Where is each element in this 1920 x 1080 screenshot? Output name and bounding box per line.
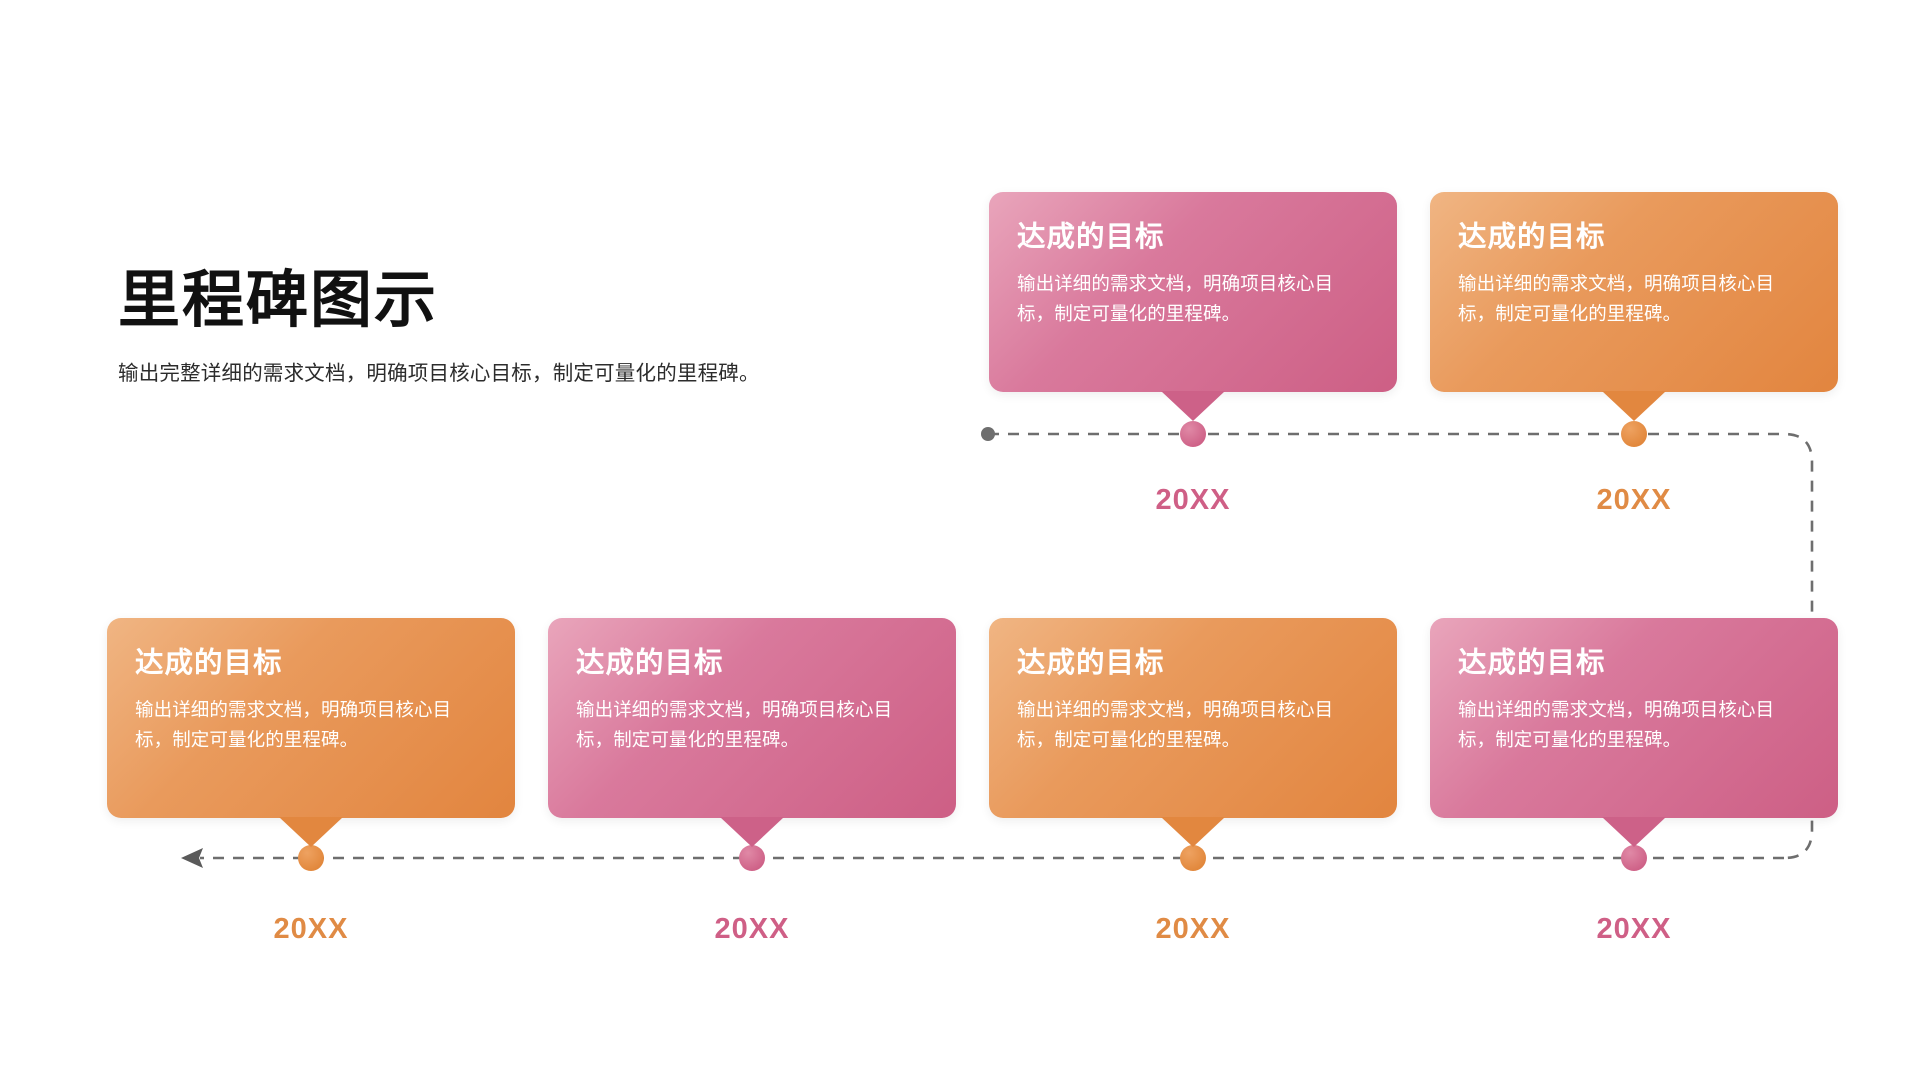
card-tail-icon: [1161, 391, 1225, 421]
milestone-card-bottom-2[interactable]: 达成的目标 输出详细的需求文档，明确项目核心目标，制定可量化的里程碑。: [548, 618, 956, 847]
card-title: 达成的目标: [1458, 647, 1606, 679]
card-tail-icon: [279, 817, 343, 847]
timeline-end-arrow-icon: [181, 848, 203, 868]
card-title: 达成的目标: [1017, 647, 1165, 679]
page-title: 里程碑图示: [118, 266, 439, 335]
card-tail-icon: [720, 817, 784, 847]
year-label-bottom-2: 20XX: [714, 913, 790, 945]
card-tail-icon: [1602, 391, 1666, 421]
card-title: 达成的目标: [1458, 221, 1606, 253]
title-block: 里程碑图示 输出完整详细的需求文档，明确项目核心目标，制定可量化的里程碑。: [118, 268, 908, 390]
card-body: 输出详细的需求文档，明确项目核心目标，制定可量化的里程碑。: [1017, 699, 1334, 751]
timeline-node-top-1[interactable]: [1180, 421, 1206, 447]
card-title: 达成的目标: [135, 647, 283, 679]
card-tail-icon: [1161, 817, 1225, 847]
timeline-node-bottom-1[interactable]: [298, 845, 324, 871]
timeline-start-dot: [981, 427, 995, 441]
milestone-card-bottom-1[interactable]: 达成的目标 输出详细的需求文档，明确项目核心目标，制定可量化的里程碑。: [107, 618, 515, 847]
milestone-card-top-1[interactable]: 达成的目标 输出详细的需求文档，明确项目核心目标，制定可量化的里程碑。: [989, 192, 1397, 421]
card-title: 达成的目标: [1017, 221, 1165, 253]
timeline-node-bottom-4[interactable]: [1621, 845, 1647, 871]
milestone-card-bottom-4[interactable]: 达成的目标 输出详细的需求文档，明确项目核心目标，制定可量化的里程碑。: [1430, 618, 1838, 847]
year-label-bottom-1: 20XX: [273, 913, 349, 945]
year-label-bottom-3: 20XX: [1155, 913, 1231, 945]
card-body: 输出详细的需求文档，明确项目核心目标，制定可量化的里程碑。: [576, 699, 893, 751]
card-tail-icon: [1602, 817, 1666, 847]
timeline-node-top-2[interactable]: [1621, 421, 1647, 447]
milestone-card-top-2[interactable]: 达成的目标 输出详细的需求文档，明确项目核心目标，制定可量化的里程碑。: [1430, 192, 1838, 421]
card-body: 输出详细的需求文档，明确项目核心目标，制定可量化的里程碑。: [1017, 273, 1334, 325]
milestone-card-bottom-3[interactable]: 达成的目标 输出详细的需求文档，明确项目核心目标，制定可量化的里程碑。: [989, 618, 1397, 847]
card-title: 达成的目标: [576, 647, 724, 679]
year-label-top-2: 20XX: [1596, 484, 1672, 516]
year-label-top-1: 20XX: [1155, 484, 1231, 516]
timeline-node-bottom-2[interactable]: [739, 845, 765, 871]
card-body: 输出详细的需求文档，明确项目核心目标，制定可量化的里程碑。: [1458, 273, 1775, 325]
card-body: 输出详细的需求文档，明确项目核心目标，制定可量化的里程碑。: [135, 699, 452, 751]
page-subtitle: 输出完整详细的需求文档，明确项目核心目标，制定可量化的里程碑。: [118, 362, 760, 386]
year-label-bottom-4: 20XX: [1596, 913, 1672, 945]
timeline-node-bottom-3[interactable]: [1180, 845, 1206, 871]
card-body: 输出详细的需求文档，明确项目核心目标，制定可量化的里程碑。: [1458, 699, 1775, 751]
